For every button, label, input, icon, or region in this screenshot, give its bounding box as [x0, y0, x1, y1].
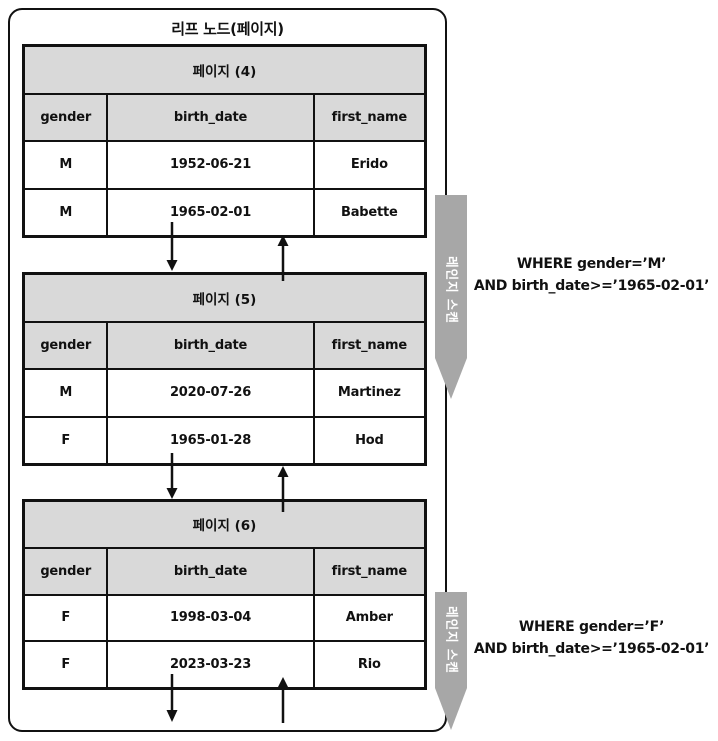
table-row: M 1952-06-21 Erido [25, 140, 424, 188]
cell-first-name: Rio [312, 642, 424, 687]
table-row: F 1965-01-28 Hod [25, 415, 424, 463]
page-5-title: 페이지 (5) [25, 275, 424, 321]
cell-gender: F [61, 432, 71, 448]
cell-first-name: Erido [312, 142, 424, 188]
cell-gender: M [59, 204, 73, 220]
cell-birth-date: 1952-06-21 [106, 142, 312, 188]
column-header-birth-date: birth_date [106, 548, 312, 594]
table-row: M 2020-07-26 Martinez [25, 368, 424, 416]
cell-first-name: Amber [312, 595, 424, 641]
query-line: AND birth_date>=’1965-02-01’ [473, 278, 710, 294]
range-scan-query-1: WHERE gender=’M’ AND birth_date>=’1965-0… [465, 253, 718, 297]
cell-first-name: Babette [312, 189, 424, 235]
cell-gender: F [61, 657, 71, 673]
page-6-header-row: gender birth_date first_name [25, 546, 424, 594]
cell-birth-date: 2020-07-26 [106, 370, 312, 416]
cell-gender: M [59, 385, 73, 401]
column-header-first-name: first_name [312, 548, 424, 594]
cell-birth-date: 1965-01-28 [106, 417, 312, 463]
page-table-5: 페이지 (5) gender birth_date first_name M 2… [22, 272, 427, 466]
page-4-title: 페이지 (4) [25, 47, 424, 93]
cell-birth-date: 1965-02-01 [106, 189, 312, 235]
query-line: WHERE gender=’F’ [518, 619, 665, 635]
column-header-gender: gender [40, 109, 92, 125]
page-4-header-row: gender birth_date first_name [25, 92, 424, 140]
column-header-birth-date: birth_date [106, 322, 312, 368]
cell-first-name: Martinez [312, 370, 424, 416]
column-header-gender: gender [40, 337, 92, 353]
page-5-header-row: gender birth_date first_name [25, 320, 424, 368]
cell-gender: F [61, 610, 71, 626]
table-row: M 1965-02-01 Babette [25, 187, 424, 235]
query-line: WHERE gender=’M’ [516, 256, 667, 272]
page-table-4: 페이지 (4) gender birth_date first_name M 1… [22, 44, 427, 238]
page-6-title: 페이지 (6) [25, 502, 424, 547]
diagram-title: 리프 노드(페이지) [171, 20, 284, 38]
column-header-first-name: first_name [312, 322, 424, 368]
table-row: F 1998-03-04 Amber [25, 593, 424, 641]
column-header-first-name: first_name [312, 94, 424, 140]
column-header-birth-date: birth_date [106, 94, 312, 140]
cell-gender: M [59, 157, 73, 173]
query-line: AND birth_date>=’1965-02-01’ [473, 641, 710, 657]
range-scan-query-2: WHERE gender=’F’ AND birth_date>=’1965-0… [465, 616, 718, 660]
cell-first-name: Hod [312, 417, 424, 463]
column-header-gender: gender [40, 563, 92, 579]
page-table-6: 페이지 (6) gender birth_date first_name F 1… [22, 499, 427, 690]
cell-birth-date: 2023-03-23 [106, 642, 312, 687]
cell-birth-date: 1998-03-04 [106, 595, 312, 641]
table-row: F 2023-03-23 Rio [25, 640, 424, 687]
